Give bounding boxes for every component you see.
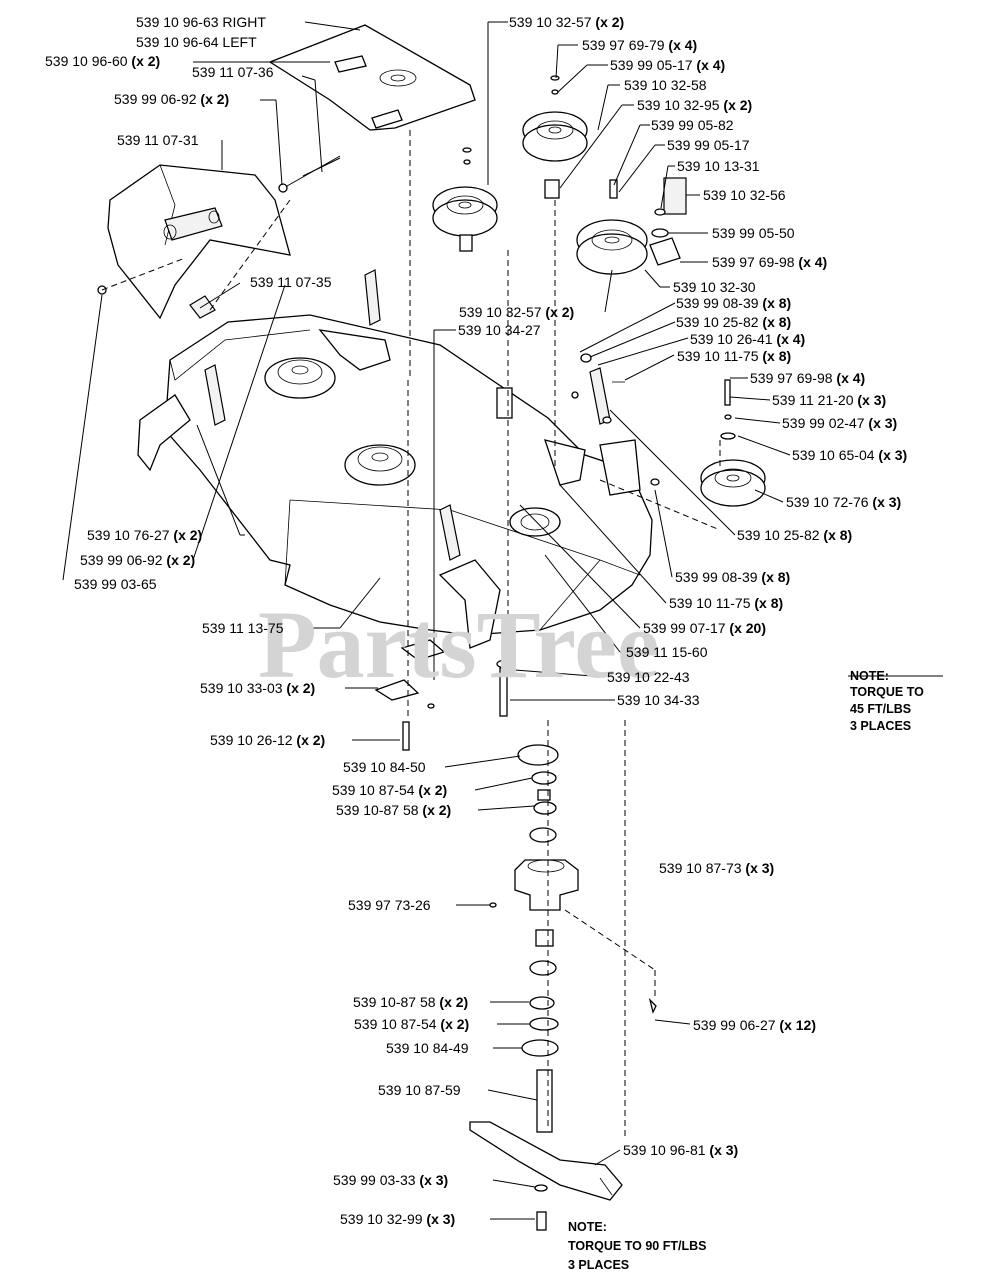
part-label: 539 10 32-57 (x 2) (459, 304, 574, 320)
part-label: 539 10-87 58 (x 2) (336, 802, 451, 818)
part-label: 539 10 32-58 (624, 77, 707, 93)
part-label: 539 10 26-12 (x 2) (210, 732, 325, 748)
note-torque-90: NOTE: TORQUE TO 90 FT/LBS 3 PLACES (568, 1220, 706, 1272)
part-label: 539 10 25-82 (x 8) (676, 314, 791, 330)
blade (469, 1121, 623, 1201)
pulley-idler (576, 219, 648, 275)
part-label: 539 10 22-43 (607, 669, 690, 685)
part-label: 539 10 32-56 (703, 187, 786, 203)
part-label: 539 99 06-27 (x 12) (693, 1017, 816, 1033)
note-line: TORQUE TO 90 FT/LBS (568, 1239, 706, 1253)
note-line: NOTE: (568, 1220, 607, 1234)
pulley-upper-right (522, 111, 588, 162)
part-label: 539 10 26-41 (x 4) (690, 331, 805, 347)
part-label: 539 10 96-63 RIGHT (136, 14, 266, 30)
part-label: 539 10 34-27 (458, 322, 541, 338)
part-label: 539 10 32-57 (x 2) (509, 14, 624, 30)
part-label: 539 99 02-47 (x 3) (782, 415, 897, 431)
part-label: 539 10 25-82 (x 8) (737, 527, 852, 543)
part-label: 539 99 03-33 (x 3) (333, 1172, 448, 1188)
part-label: 539 97 69-98 (x 4) (712, 254, 827, 270)
note-line: 3 PLACES (850, 719, 911, 733)
part-label: 539 10 87-73 (x 3) (659, 860, 774, 876)
part-label: 539 99 08-39 (x 8) (675, 569, 790, 585)
deflector-shield (107, 164, 291, 320)
part-label: 539 99 08-39 (x 8) (676, 295, 791, 311)
part-label: 539 11 07-36 (192, 64, 274, 80)
part-label: 539 10 32-30 (673, 279, 756, 295)
watermark: PartsTree (258, 591, 660, 698)
part-label: 539 10 32-95 (x 2) (637, 97, 752, 113)
part-label: 539 10 96-81 (x 3) (623, 1142, 738, 1158)
part-label: 539 10 32-99 (x 3) (340, 1211, 455, 1227)
part-label: 539 99 06-92 (x 2) (114, 91, 229, 107)
part-label: 539 10 87-54 (x 2) (332, 782, 447, 798)
part-label: 539 10 96-64 LEFT (136, 34, 257, 50)
part-label: 539 10 11-75 (x 8) (677, 348, 791, 364)
note-line: 3 PLACES (568, 1258, 629, 1272)
part-label: 539 10 84-50 (343, 759, 426, 775)
part-label: 539 10-87 58 (x 2) (353, 994, 468, 1010)
part-label: 539 99 07-17 (x 20) (643, 620, 766, 636)
note-torque-45: NOTE: TORQUE TO 45 FT/LBS 3 PLACES (850, 669, 924, 733)
part-label: 539 11 13-75 (202, 620, 284, 636)
note-line: 45 FT/LBS (850, 702, 911, 716)
part-label: 539 99 05-50 (712, 225, 795, 241)
leader-lines (62, 21, 943, 1220)
part-label: 539 11 07-31 (117, 132, 199, 148)
part-label: 539 99 03-65 (74, 576, 157, 592)
spindle-assembly (514, 744, 579, 1133)
part-label: 539 10 13-31 (677, 158, 760, 174)
part-label: 539 97 73-26 (348, 897, 431, 913)
part-label: 539 99 05-17 (667, 137, 750, 153)
part-label: 539 10 96-60 (x 2) (45, 53, 160, 69)
note-line: TORQUE TO (850, 685, 924, 699)
part-label: 539 10 72-76 (x 3) (786, 494, 901, 510)
part-label: 539 10 76-27 (x 2) (87, 527, 202, 543)
part-label: 539 10 11-75 (x 8) (669, 595, 783, 611)
part-label: 539 99 06-92 (x 2) (80, 552, 195, 568)
part-label: 539 99 05-82 (651, 117, 734, 133)
discharge-deflector-top (268, 24, 476, 131)
part-labels: 539 10 96-63 RIGHT 539 10 96-64 LEFT 539… (45, 14, 907, 1227)
part-label: 539 97 69-79 (x 4) (582, 37, 697, 53)
pulley-right-spindle (700, 459, 766, 507)
part-label: 539 10 33-03 (x 2) (200, 680, 315, 696)
part-label: 539 11 15-60 (626, 644, 708, 660)
part-label: 539 11 21-20 (x 3) (772, 392, 886, 408)
part-label: 539 10 87-54 (x 2) (354, 1016, 469, 1032)
part-label: 539 10 87-59 (378, 1082, 461, 1098)
part-label: 539 99 05-17 (x 4) (610, 57, 725, 73)
part-label: 539 11 07-35 (250, 274, 332, 290)
part-label: 539 10 65-04 (x 3) (792, 447, 907, 463)
part-label: 539 97 69-98 (x 4) (750, 370, 865, 386)
pulley-upper-left (432, 186, 498, 237)
note-line: NOTE: (850, 669, 889, 683)
part-label: 539 10 84-49 (386, 1040, 469, 1056)
part-label: 539 10 34-33 (617, 692, 700, 708)
